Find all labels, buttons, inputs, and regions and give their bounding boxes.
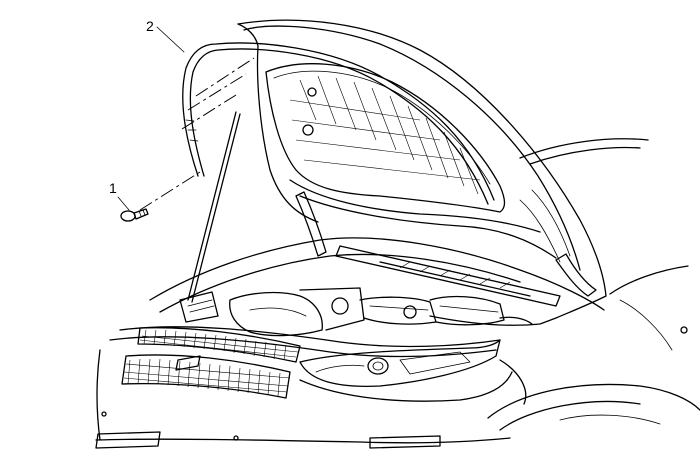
emblem xyxy=(175,355,201,371)
retainer-clip xyxy=(120,208,149,222)
hood-hole xyxy=(302,124,314,136)
lower-grille xyxy=(121,354,291,399)
windshield xyxy=(519,138,689,295)
headlamp xyxy=(299,339,501,388)
upper-grille xyxy=(137,327,301,363)
callout-label-1: 1 xyxy=(109,180,117,196)
engine-compartment xyxy=(149,237,605,337)
callout-label-2: 2 xyxy=(146,18,154,34)
hood-panel xyxy=(187,19,607,326)
fog-lamp-opening xyxy=(95,431,161,449)
callout-leader-1 xyxy=(117,196,130,211)
hood-hole xyxy=(307,87,317,97)
hood-seal xyxy=(182,42,495,205)
alignment-lines xyxy=(139,57,255,211)
callout-leader-2 xyxy=(156,26,185,53)
front-fascia xyxy=(95,299,700,449)
